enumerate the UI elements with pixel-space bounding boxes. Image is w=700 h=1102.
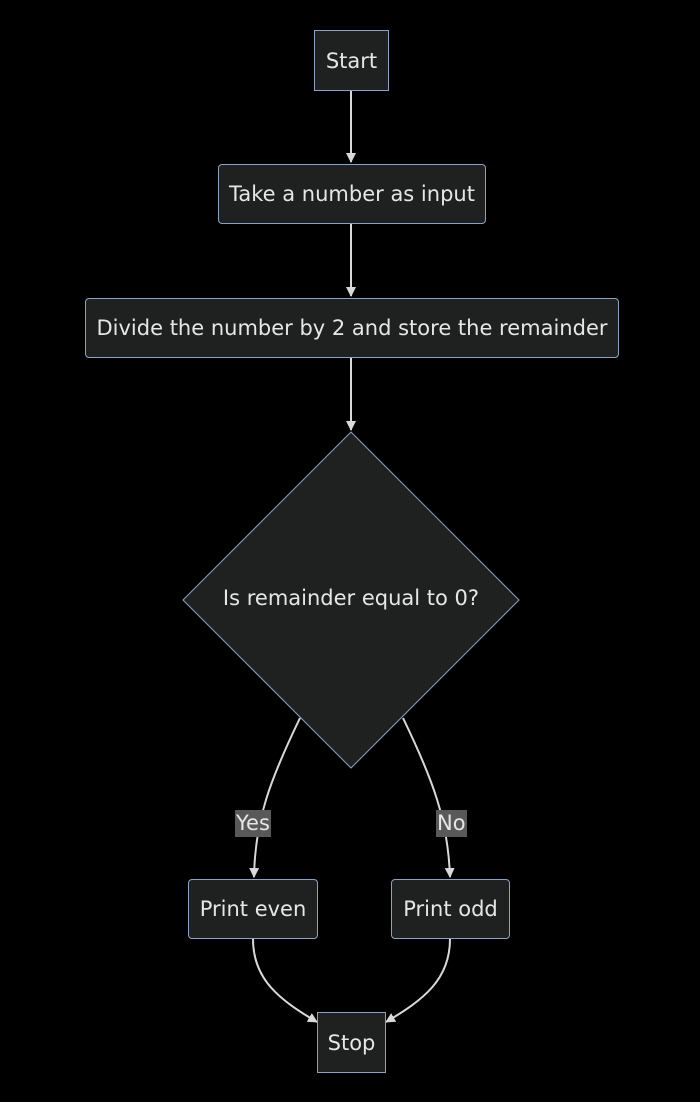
print-even-node: Print even	[188, 879, 318, 939]
edge-odd-to-stop	[385, 938, 451, 1023]
edge-even-to-stop	[252, 938, 318, 1023]
divide-node-label: Divide the number by 2 and store the rem…	[96, 316, 608, 340]
stop-node: Stop	[317, 1012, 386, 1073]
print-even-node-label: Print even	[199, 897, 307, 921]
print-odd-node-label: Print odd	[403, 897, 498, 921]
divide-node: Divide the number by 2 and store the rem…	[85, 298, 619, 358]
input-node: Take a number as input	[218, 164, 486, 224]
start-node: Start	[314, 30, 389, 91]
decision-diamond	[182, 431, 520, 769]
input-node-label: Take a number as input	[229, 182, 475, 206]
print-odd-node: Print odd	[391, 879, 510, 939]
decision-node-label: Is remainder equal to 0?	[222, 586, 480, 610]
stop-node-label: Stop	[327, 1030, 376, 1055]
edge-decision-to-even	[249, 717, 301, 878]
edge-decision-to-odd	[402, 717, 455, 878]
edge-label-yes: Yes	[235, 810, 271, 837]
start-node-label: Start	[325, 48, 378, 73]
edge-label-no: No	[436, 810, 467, 837]
